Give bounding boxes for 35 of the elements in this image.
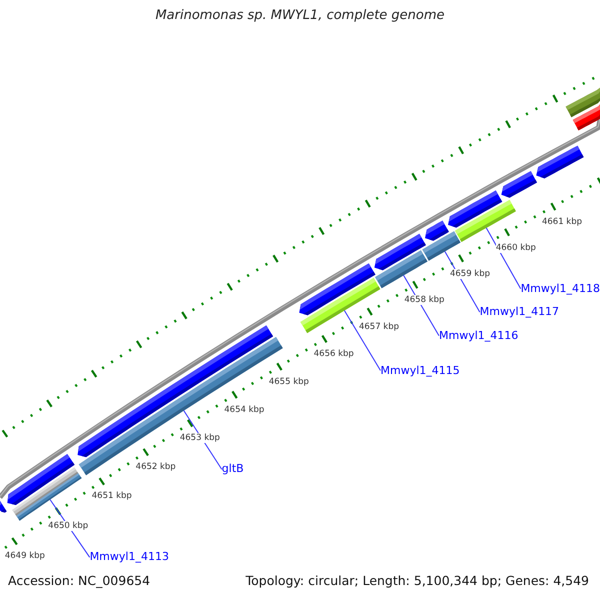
tick-label: 4649 kbp	[4, 551, 45, 561]
tick-label: 4654 kbp	[224, 405, 264, 415]
tick-label: 4659 kbp	[450, 269, 490, 279]
gene-feature	[501, 171, 537, 198]
gene-label: Mmwyl1_4115	[380, 364, 460, 378]
gene-feature	[566, 88, 600, 118]
gene-feature	[7, 454, 75, 505]
gene-feature	[299, 263, 376, 316]
tick-label: 4652 kbp	[136, 462, 176, 472]
tick-label: 4657 kbp	[358, 322, 400, 332]
gene-label: Mmwyl1_4116	[439, 328, 518, 343]
genome-stats: Topology: circular; Length: 5,100,344 bp; Genes: 4,549	[246, 573, 589, 588]
tick-label: 4660 kbp	[496, 243, 536, 253]
tick-label: 4661 kbp	[542, 217, 582, 228]
title: Marinomonas sp. MWYL1, complete genome	[154, 8, 446, 23]
tick-label: 4650 kbp	[48, 521, 88, 531]
gene-feature	[374, 234, 426, 270]
tick-label: 4651 kbp	[92, 491, 132, 502]
tick-label: 4656 kbp	[314, 349, 354, 360]
leader-line	[486, 227, 522, 290]
tick-label: 4658 kbp	[404, 295, 444, 306]
gene-feature	[536, 146, 584, 178]
gene-feature	[425, 220, 449, 241]
gene-feature	[448, 190, 502, 228]
gene-feature	[0, 500, 7, 513]
leader-line	[183, 410, 222, 470]
gene-label: Mmwyl1_4117	[480, 305, 560, 320]
tick-label: 4653 kbp	[180, 433, 220, 444]
leader-line	[344, 310, 381, 371]
gene-label: gltB	[222, 462, 244, 476]
gene-label: Mmwyl1_4113	[90, 550, 169, 564]
accession-text: Accession: NC_009654	[8, 573, 150, 588]
gene-label: Mmwyl1_4118	[520, 282, 600, 296]
leader-line	[403, 274, 440, 336]
tick-label: 4655 kbp	[268, 376, 309, 387]
